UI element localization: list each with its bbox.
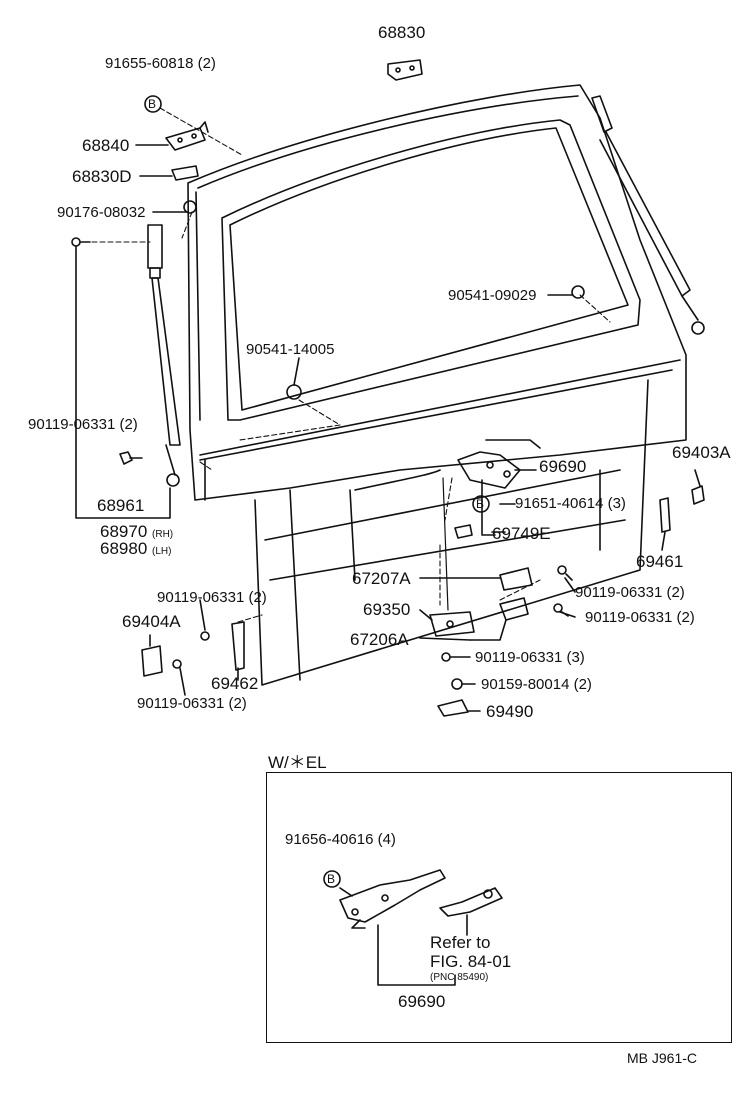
part-label-90119-06331-e: 90119-06331 (3) [475, 649, 585, 666]
part-label-68830: 68830 [378, 23, 426, 42]
part-label-67206A: 67206A [350, 630, 409, 649]
badge-b-inset-label: B [327, 872, 336, 886]
badge-b-lock-label: B [476, 497, 485, 511]
bolt-left-top-icon [71, 237, 91, 247]
part-label-91655-60818: 91655-60818 (2) [105, 55, 216, 72]
badge-b-top-label: B [148, 97, 157, 111]
bolt-90119-center-icon [441, 652, 451, 662]
inset-part-label-69690: 69690 [398, 992, 446, 1011]
clip-69749E-icon [454, 524, 473, 539]
gas-stay-right-icon [591, 95, 705, 335]
inset-lock-assembly-icon [339, 869, 446, 929]
badge-b-top-icon [144, 95, 162, 113]
stopper-90541-09029-icon [571, 285, 585, 299]
part-label-90541-14005: 90541-14005 [246, 341, 335, 358]
hinge-68830-icon [387, 59, 423, 81]
bracket-69403A-icon [691, 485, 705, 505]
part-label-69462: 69462 [211, 674, 259, 693]
gas-stay-left-icon [147, 224, 181, 487]
part-label-69690: 69690 [539, 457, 587, 476]
part-label-67207A: 67207A [352, 569, 411, 588]
part-label-68980: 68980 (LH) [100, 539, 172, 558]
part-label-68830D: 68830D [72, 167, 132, 186]
bracket-67206A-icon [499, 597, 529, 621]
latch-69350-icon [429, 611, 475, 637]
bracket-69462-icon [231, 621, 245, 671]
part-label-90119-06331-b: 90119-06331 (2) [575, 584, 685, 601]
badge-b-lock-icon [472, 495, 490, 513]
part-label-90119-06331-f: 90119-06331 (2) [137, 695, 247, 712]
part-label-69404A: 69404A [122, 612, 181, 631]
figure-code: MB J961-C [627, 1050, 698, 1066]
door-lock-cylinder-icon [439, 887, 503, 917]
inset-refer-pnc: (PNC 85490) [430, 972, 489, 983]
bracket-69461-icon [659, 497, 671, 533]
bolt-90159-icon [451, 678, 463, 690]
nut-90176-icon [183, 200, 197, 214]
bolt-90119-left-2-icon [172, 659, 182, 669]
part-label-90159-80014: 90159-80014 (2) [481, 676, 592, 693]
inset-title: W/＊EL [268, 753, 327, 772]
part-label-90119-06331-a: 90119-06331 (2) [28, 416, 138, 433]
part-label-68961: 68961 [97, 496, 145, 515]
part-label-69490: 69490 [486, 702, 534, 721]
inset-refer-line2: FIG. 84-01 [430, 952, 512, 971]
part-label-68970: 68970 (RH) [100, 522, 174, 541]
bolt-90119-right-1-icon [557, 565, 573, 581]
plate-68830D-icon [171, 165, 199, 181]
inset-frame [266, 772, 732, 1043]
bracket-67207A-icon [499, 567, 533, 591]
hinge-68840-icon [165, 121, 209, 151]
part-label-90176-08032: 90176-08032 [57, 204, 146, 221]
inset-part-label-91656-40616: 91656-40616 (4) [285, 831, 396, 848]
bumper-69490-icon [437, 699, 469, 717]
ball-stud-68961-icon [119, 451, 143, 465]
part-label-69749E: 69749E [492, 524, 551, 543]
part-label-68840: 68840 [82, 136, 130, 155]
bolt-90119-left-1-icon [200, 631, 210, 641]
badge-b-inset-icon [323, 870, 341, 888]
part-label-91651-40614: 91651-40614 (3) [515, 495, 626, 512]
part-label-69403A: 69403A [672, 443, 731, 462]
stopper-90541-14005-icon [286, 384, 302, 400]
inset-refer-line1: Refer to [430, 933, 491, 952]
part-label-90119-06331-d: 90119-06331 (2) [157, 589, 267, 606]
bracket-69404A-icon [141, 645, 163, 677]
part-label-90119-06331-c: 90119-06331 (2) [585, 609, 695, 626]
part-label-90541-09029: 90541-09029 [448, 287, 537, 304]
part-label-69350: 69350 [363, 600, 411, 619]
part-label-69461: 69461 [636, 552, 684, 571]
